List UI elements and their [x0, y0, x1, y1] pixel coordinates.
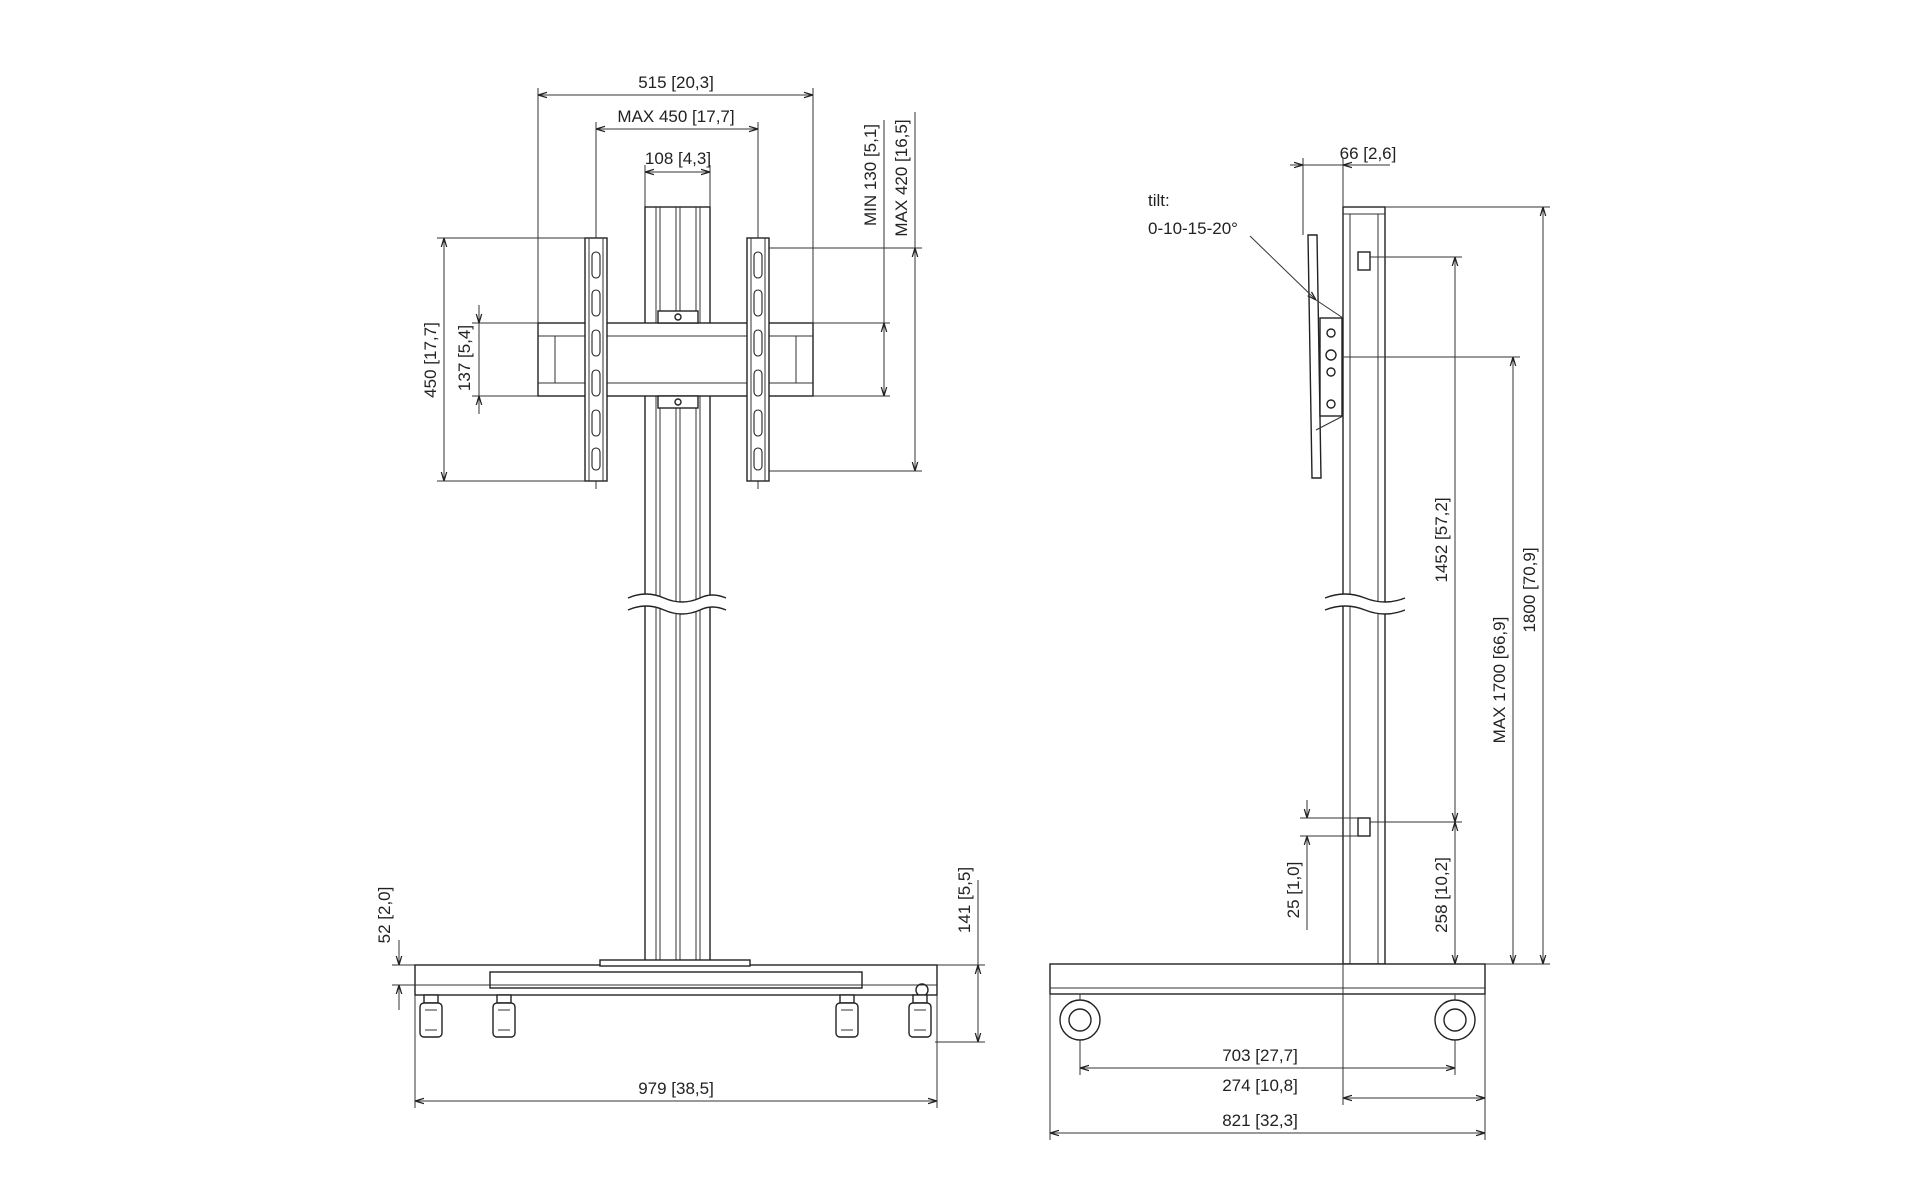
dim-label-rail-height: 137 [5,4]: [455, 325, 474, 391]
dim-adjust-range: 1452 [57,2]: [1370, 256, 1462, 823]
front-view: 515 [20,3] MAX 450 [17,7] 108 [4,3] 450 …: [375, 73, 985, 1108]
dim-label-lower-offset: 258 [10,2]: [1432, 857, 1451, 933]
dim-wheel-span: 703 [27,7]: [1079, 1040, 1456, 1075]
dim-max-height: MAX 1700 [66,9]: [1342, 356, 1520, 965]
dim-label-base-offset: 52 [2,0]: [375, 887, 394, 944]
dim-label-adjust-range: 1452 [57,2]: [1432, 497, 1451, 582]
front-caster-4: [908, 994, 932, 1038]
dim-overall-width: 515 [20,3]: [537, 73, 814, 323]
dim-min-pattern-height: MIN 130 [5,1]: [813, 120, 890, 397]
dim-label-total-height: 1800 [70,9]: [1520, 547, 1539, 632]
dim-rail-height: 137 [5,4]: [455, 305, 538, 414]
dim-label-base-depth: 821 [32,3]: [1222, 1111, 1298, 1130]
side-view: tilt: 0-10-15-20° 66 [2,6]: [1049, 144, 1550, 1140]
dim-label-overall-width: 515 [20,3]: [638, 73, 714, 92]
dim-column-width: 108 [4,3]: [644, 149, 711, 207]
dim-label-min-pattern-height: MIN 130 [5,1]: [861, 124, 880, 226]
side-base: [1049, 963, 1486, 995]
dim-base-height: 141 [5,5]: [935, 867, 985, 1043]
dim-label-bracket-height: 450 [17,7]: [421, 322, 440, 398]
front-base: [414, 959, 938, 997]
column-break-symbol: [628, 594, 726, 614]
dim-base-depth: 821 [32,3]: [1049, 994, 1485, 1140]
dim-label-depth-top: 66 [2,6]: [1340, 144, 1397, 163]
dim-label-wheel-span: 703 [27,7]: [1222, 1046, 1298, 1065]
side-wheel-front: [1059, 994, 1101, 1041]
dim-max-pattern: MAX 450 [17,7]: [595, 107, 759, 230]
mounting-rail: [537, 310, 814, 409]
dim-rear-offset: 274 [10,8]: [1222, 964, 1486, 1140]
dim-foot: 25 [1,0]: [1284, 800, 1358, 930]
dim-label-max-pattern-height: MAX 420 [16,5]: [892, 119, 911, 236]
dim-lower-offset: 258 [10,2]: [1432, 822, 1455, 964]
tilt-label: tilt:: [1148, 191, 1170, 210]
dim-label-base-height: 141 [5,5]: [955, 867, 974, 933]
front-caster-2: [492, 994, 516, 1038]
dim-label-rear-offset: 274 [10,8]: [1222, 1076, 1298, 1095]
front-caster-1: [419, 994, 443, 1038]
dim-label-column-width: 108 [4,3]: [645, 149, 711, 168]
dim-depth-top: 66 [2,6]: [1290, 144, 1396, 235]
dim-bracket-height: 450 [17,7]: [421, 237, 585, 482]
dim-label-max-height: MAX 1700 [66,9]: [1490, 617, 1509, 744]
dim-base-offset: 52 [2,0]: [375, 887, 415, 1010]
tilt-mount: [1307, 234, 1344, 479]
dim-label-base-width: 979 [38,5]: [638, 1079, 714, 1098]
dim-max-pattern-height: MAX 420 [16,5]: [769, 112, 922, 472]
dim-total-height: 1800 [70,9]: [1385, 206, 1550, 965]
dim-label-max-pattern: MAX 450 [17,7]: [617, 107, 734, 126]
right-vesa-bracket: [746, 230, 770, 489]
front-caster-3: [835, 994, 859, 1038]
side-wheel-rear: [1434, 994, 1476, 1041]
dim-base-width: 979 [38,5]: [414, 995, 938, 1108]
dim-label-foot: 25 [1,0]: [1284, 862, 1303, 919]
left-vesa-bracket: [584, 230, 608, 489]
tilt-annotation: tilt: 0-10-15-20°: [1148, 191, 1316, 300]
tilt-values: 0-10-15-20°: [1148, 219, 1238, 238]
